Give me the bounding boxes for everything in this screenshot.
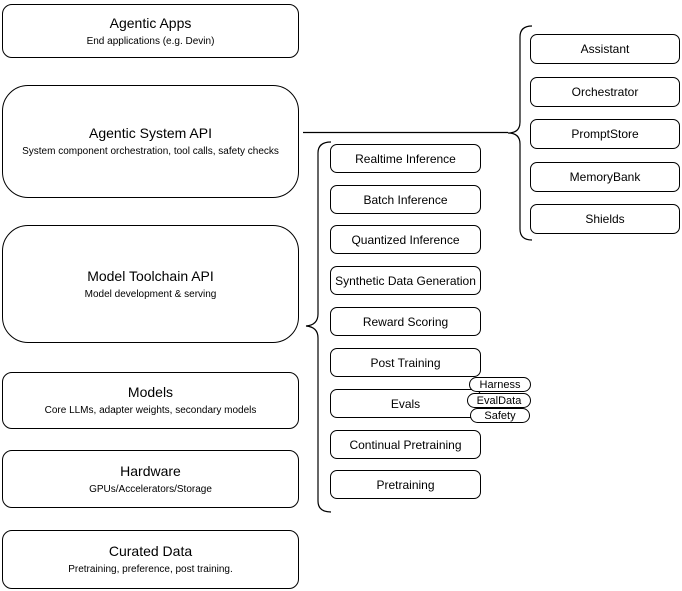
node-subtitle: System component orchestration, tool cal… (22, 146, 279, 157)
node-title: Model Toolchain API (87, 267, 214, 284)
node-continual-pretraining: Continual Pretraining (330, 430, 481, 459)
tag-harness: Harness (469, 377, 531, 392)
node-evals: Evals (330, 389, 481, 418)
node-post-training: Post Training (330, 348, 481, 377)
node-title: Agentic Apps (109, 14, 192, 31)
node-model-toolchain-api: Model Toolchain API Model development & … (2, 225, 299, 343)
node-title: Curated Data (108, 543, 193, 559)
node-models: Models Core LLMs, adapter weights, secon… (2, 372, 299, 429)
node-orchestrator: Orchestrator (530, 77, 680, 107)
node-subtitle: Core LLMs, adapter weights, secondary mo… (44, 405, 257, 416)
node-subtitle: End applications (e.g. Devin) (86, 35, 215, 47)
tag-evaldata: EvalData (467, 393, 531, 408)
node-hardware: Hardware GPUs/Accelerators/Storage (2, 450, 299, 508)
node-realtime-inference: Realtime Inference (330, 144, 481, 173)
node-promptstore: PromptStore (530, 119, 680, 149)
node-memorybank: MemoryBank (530, 162, 680, 192)
node-agentic-apps: Agentic Apps End applications (e.g. Devi… (2, 4, 299, 58)
node-subtitle: GPUs/Accelerators/Storage (89, 483, 212, 495)
node-assistant: Assistant (530, 34, 680, 64)
node-batch-inference: Batch Inference (330, 185, 481, 214)
node-quantized-inference: Quantized Inference (330, 225, 481, 254)
node-title: Agentic System API (89, 125, 212, 141)
node-shields: Shields (530, 204, 680, 234)
system-components-brace (507, 25, 533, 241)
node-synthetic-data-generation: Synthetic Data Generation (330, 266, 481, 295)
node-agentic-system-api: Agentic System API System component orch… (2, 85, 299, 198)
toolchain-components-brace (305, 141, 332, 513)
node-subtitle: Pretraining, preference, post training. (68, 564, 233, 575)
node-title: Hardware (120, 462, 181, 479)
node-reward-scoring: Reward Scoring (330, 307, 481, 336)
node-title: Models (127, 384, 174, 400)
node-subtitle: Model development & serving (84, 288, 217, 300)
tag-safety: Safety (470, 408, 530, 423)
node-curated-data: Curated Data Pretraining, preference, po… (2, 530, 299, 589)
node-pretraining: Pretraining (330, 470, 481, 499)
